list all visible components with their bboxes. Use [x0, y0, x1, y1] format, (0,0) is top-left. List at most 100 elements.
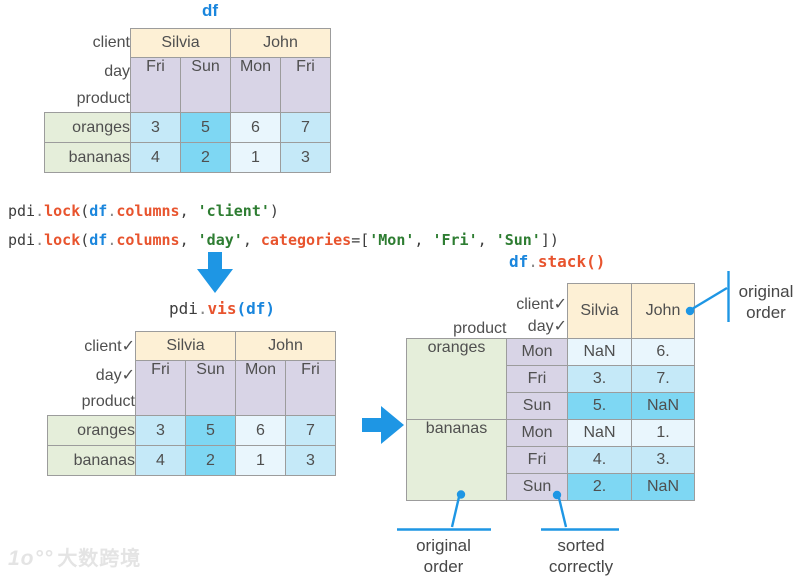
- value-cell: 4: [130, 142, 181, 173]
- stack-title: df.stack(): [509, 252, 605, 271]
- code-token: ,: [179, 231, 198, 249]
- row-label-day: day: [104, 63, 130, 80]
- right-annotation-connector: [691, 286, 728, 311]
- client-header-cell: John: [230, 28, 331, 58]
- row-label-product: product: [76, 90, 130, 108]
- product-label-bananas: bananas: [47, 445, 136, 476]
- value-cell: 3.: [631, 446, 695, 474]
- day-cell: Sun: [506, 473, 568, 501]
- value-cell: NaN: [631, 392, 695, 420]
- code-token: vis: [207, 299, 237, 318]
- value-cell: 5.: [567, 392, 632, 420]
- value-cell: 3: [285, 445, 336, 476]
- value-cell: 3: [135, 415, 186, 446]
- code-token: df: [509, 252, 529, 271]
- day-header-cell: Fri: [285, 360, 336, 416]
- client-header-cell: John: [235, 331, 336, 361]
- code-line-2: pdi.lock(df.columns, 'day', categories=[…: [8, 226, 559, 255]
- value-cell: 7.: [631, 365, 695, 393]
- day-header-cell: Fri: [130, 57, 181, 113]
- corner-labels: client✓ day✓: [507, 284, 568, 339]
- code-token: pdi: [8, 202, 36, 220]
- watermark: 1o°°大数跨境: [8, 542, 141, 571]
- day-cell: Fri: [506, 446, 568, 474]
- code-token: columns: [116, 231, 180, 249]
- code-token: (: [236, 299, 247, 318]
- value-cell: 5: [185, 415, 236, 446]
- day-cell: Sun: [506, 392, 568, 420]
- corner-label-product: product: [453, 320, 507, 337]
- row-label-day-locked: day✓: [95, 367, 135, 384]
- value-cell: NaN: [567, 338, 632, 366]
- value-cell: 2.: [567, 473, 632, 501]
- value-cell: 1: [235, 445, 286, 476]
- value-cell: 6: [230, 112, 281, 143]
- code-token: df: [246, 299, 266, 318]
- code-token: (: [80, 231, 90, 249]
- day-cell: Fri: [506, 365, 568, 393]
- row-label-client-locked: client✓: [84, 338, 135, 355]
- code-token: 'Fri': [432, 231, 478, 249]
- watermark-logo-icon: 1o°°: [8, 547, 54, 570]
- code-token: lock: [44, 202, 81, 220]
- table-vis: client✓ Silvia John day✓ Fri Sun Mon Fri…: [47, 331, 336, 476]
- arrow-right-icon: [362, 406, 404, 444]
- arrow-down-icon: [197, 252, 233, 293]
- table-df-title: df: [201, 1, 219, 20]
- code-token: pdi: [8, 231, 36, 249]
- code-token: ,: [477, 231, 496, 249]
- value-cell: 1.: [631, 419, 695, 447]
- value-cell: 6.: [631, 338, 695, 366]
- value-cell: 7: [285, 415, 336, 446]
- code-token: 'Sun': [495, 231, 541, 249]
- table-stacked: product client✓ day✓ Silvia John oranges…: [406, 283, 695, 501]
- product-label-bananas: bananas: [406, 419, 507, 501]
- code-token: stack(): [537, 252, 606, 271]
- day-header-cell: Mon: [230, 57, 281, 113]
- day-cell: Mon: [506, 338, 568, 366]
- client-header-cell: Silvia: [135, 331, 236, 361]
- code-token: ): [265, 299, 275, 318]
- code-line-1: pdi.lock(df.columns, 'client'): [8, 197, 279, 226]
- code-token: ,: [414, 231, 433, 249]
- annotation-original-order-right: original order: [738, 282, 794, 322]
- day-cell: Mon: [506, 419, 568, 447]
- value-cell: 1: [230, 142, 281, 173]
- annotation-sorted-correctly: sorted correctly: [548, 536, 614, 576]
- product-label-oranges: oranges: [47, 415, 136, 446]
- client-header-cell: John: [631, 283, 695, 339]
- day-header-cell: Fri: [135, 360, 186, 416]
- value-cell: 2: [185, 445, 236, 476]
- client-header-cell: Silvia: [130, 28, 231, 58]
- code-token: df: [89, 202, 108, 220]
- client-header-cell: Silvia: [567, 283, 632, 339]
- watermark-text: 大数跨境: [57, 548, 142, 570]
- code-token: .: [107, 202, 117, 220]
- code-token: =[: [351, 231, 370, 249]
- value-cell: NaN: [567, 419, 632, 447]
- code-token: lock: [44, 231, 81, 249]
- value-cell: 3: [130, 112, 181, 143]
- code-token: .: [107, 231, 117, 249]
- code-token: .: [197, 299, 208, 318]
- bottom-right-annotation-connector: [557, 497, 568, 528]
- code-token: 'client': [197, 202, 270, 220]
- day-header-cell: Sun: [185, 360, 236, 416]
- day-header-cell: Mon: [235, 360, 286, 416]
- value-cell: 4.: [567, 446, 632, 474]
- day-header-cell: Sun: [180, 57, 231, 113]
- code-token: 'Mon': [369, 231, 415, 249]
- product-label-bananas: bananas: [44, 142, 131, 173]
- code-token: ]): [540, 231, 559, 249]
- product-label-oranges: oranges: [44, 112, 131, 143]
- code-token: 'day': [197, 231, 243, 249]
- value-cell: 3.: [567, 365, 632, 393]
- code-token: pdi: [169, 299, 198, 318]
- value-cell: 3: [280, 142, 331, 173]
- corner-label-client: client✓: [516, 296, 567, 313]
- code-token: ,: [242, 231, 261, 249]
- day-header-cell: Fri: [280, 57, 331, 113]
- value-cell: 5: [180, 112, 231, 143]
- table-df: client Silvia John day Fri Sun Mon Fri p…: [44, 28, 331, 173]
